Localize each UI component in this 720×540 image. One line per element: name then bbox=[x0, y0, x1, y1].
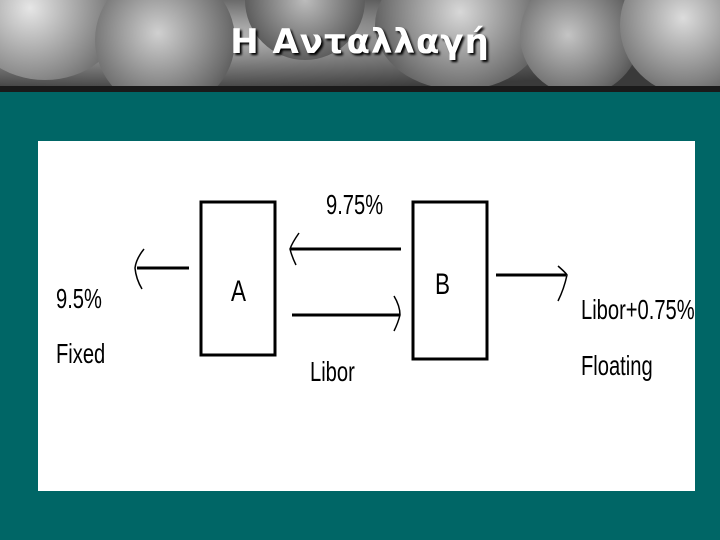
arrow-a-out bbox=[134, 248, 189, 290]
page-title: Η Ανταλλαγή bbox=[230, 22, 490, 62]
diagram-panel: A B 9.75% Libor 9.5% Fixed Libor+0.75% F… bbox=[38, 141, 695, 491]
header-coins-banner: Η Ανταλλαγή bbox=[0, 0, 720, 90]
party-a-label: A bbox=[231, 274, 246, 308]
a-type-label: Fixed bbox=[56, 339, 105, 370]
rate-bottom-label: Libor bbox=[310, 357, 355, 388]
swap-diagram: A B 9.75% Libor 9.5% Fixed Libor+0.75% F… bbox=[56, 190, 695, 388]
rate-top-label: 9.75% bbox=[326, 190, 383, 221]
a-rate-label: 9.5% bbox=[56, 284, 102, 315]
header-divider bbox=[0, 86, 720, 92]
b-rate-label: Libor+0.75% bbox=[581, 295, 695, 326]
party-a-box bbox=[199, 200, 277, 357]
party-b-box bbox=[411, 200, 489, 361]
coin-image bbox=[95, 0, 235, 90]
b-type-label: Floating bbox=[581, 351, 653, 382]
arrow-b-out bbox=[496, 265, 568, 302]
arrow-a-to-b bbox=[292, 295, 401, 332]
party-b-label: B bbox=[435, 267, 450, 301]
arrow-b-to-a bbox=[289, 232, 401, 266]
